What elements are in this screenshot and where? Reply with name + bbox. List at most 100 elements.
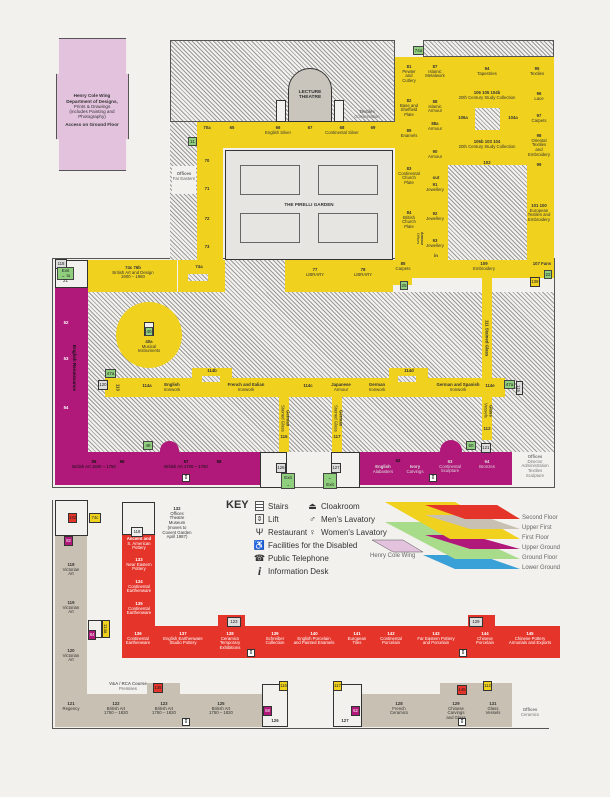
room-label: 89 Enamels bbox=[400, 128, 418, 138]
ironwork-corridor bbox=[105, 378, 505, 397]
lift-icon: ⇕ bbox=[182, 718, 190, 726]
first-floor-left-column bbox=[197, 148, 223, 260]
hatch bbox=[398, 376, 416, 382]
room-label: 83 Continental Church Plate bbox=[398, 166, 420, 186]
exit-sign[interactable]: ← Exit bbox=[323, 473, 337, 489]
stair-number: 115 bbox=[516, 381, 523, 395]
room-label: 81 Pewter and Cutlery bbox=[402, 64, 416, 84]
english-renaissance-label: English Renaissance bbox=[72, 345, 78, 391]
pirelli-garden[interactable] bbox=[225, 150, 393, 260]
garden-lawn bbox=[240, 165, 300, 195]
room-label: 84 British Church Plate bbox=[402, 210, 416, 230]
room-label: 118 Victorian Art bbox=[62, 562, 80, 577]
room-label: 73 bbox=[204, 244, 210, 249]
lift-icon: ⇕ bbox=[255, 514, 264, 524]
floor-layer-lower-ground bbox=[423, 555, 520, 569]
room-label: 125 British Art 1750 – 1820 bbox=[209, 701, 233, 716]
room-label: 121 Regency bbox=[62, 701, 80, 711]
room-label: 62 bbox=[395, 458, 401, 463]
room-label: 135 Continental Earthenware bbox=[126, 601, 152, 616]
stair-number: 50 bbox=[466, 441, 476, 450]
room-label: V&A / RCA Course Premises bbox=[109, 681, 147, 691]
room-label: 70a bbox=[203, 125, 211, 130]
ceramics-band bbox=[362, 694, 512, 727]
room-label: 133 Near Eastern Pottery bbox=[126, 557, 152, 572]
stairs-126[interactable] bbox=[260, 452, 287, 488]
man-icon: ♂ bbox=[309, 514, 316, 524]
room-label: 139 Schreiber Collection bbox=[265, 631, 285, 646]
stairs-icon bbox=[255, 501, 264, 511]
room-label: 91 Jewellery bbox=[426, 182, 444, 192]
garden-lawn bbox=[240, 213, 300, 243]
stair-number: 74c bbox=[89, 513, 101, 523]
room-label: 129 Chinese Carvings and Glass bbox=[446, 701, 465, 721]
room-label: 141 European Tiles bbox=[347, 631, 367, 646]
room-label: 56 bbox=[119, 459, 125, 464]
floor-layer-second bbox=[425, 505, 520, 519]
stair-number: 25 bbox=[400, 281, 408, 290]
library[interactable] bbox=[285, 260, 393, 292]
stair-number: 120 bbox=[98, 380, 108, 390]
henry-cole-wing bbox=[56, 38, 129, 171]
key-disabled: ♿Facilities for the Disabled bbox=[253, 539, 358, 550]
room-label: English Alabasters bbox=[372, 464, 394, 474]
room-label: 104a bbox=[508, 115, 518, 120]
stained-glass-corridor bbox=[482, 278, 492, 440]
room-label: 127 bbox=[341, 718, 349, 723]
lift-icon: ⇕ bbox=[247, 649, 255, 657]
stair-number: 108 bbox=[530, 277, 540, 287]
room-label: 69 bbox=[370, 125, 376, 130]
restaurant-icon: Ψ bbox=[255, 527, 264, 537]
lecture-theatre-label: LECTURE THEATRE bbox=[298, 90, 322, 101]
room-label: 114a bbox=[142, 383, 152, 388]
room-label[interactable]: 78 LIBRARY bbox=[353, 267, 373, 277]
room-label: 40a Musical Instruments bbox=[137, 339, 161, 354]
room-label: 68 Continental Silver bbox=[325, 125, 359, 135]
course-premises bbox=[147, 683, 180, 694]
stained-glass-label: 111 Stained Glass bbox=[484, 320, 490, 357]
henry-cole-text: Department of Designs, Prints & Drawings… bbox=[66, 99, 118, 120]
carpets-room-85 bbox=[393, 260, 412, 285]
room-label: 97 Carpets bbox=[531, 113, 547, 123]
floor-label-ground: Ground Floor bbox=[522, 555, 558, 561]
room-label: 106a bbox=[458, 115, 468, 120]
room-label: 114b bbox=[207, 368, 217, 373]
floor-label-upper-ground: Upper Ground bbox=[522, 545, 561, 551]
german-stained-glass-117 bbox=[332, 397, 342, 452]
stairs-127[interactable] bbox=[333, 684, 362, 727]
jewellery-column bbox=[423, 165, 448, 260]
exit-sign[interactable]: Exit → to 21 bbox=[57, 267, 74, 283]
room-label: 87 Islamic Metalwork bbox=[425, 64, 445, 79]
apse bbox=[440, 440, 462, 462]
room-label: 93 Jewellery bbox=[426, 238, 444, 248]
room-label: 107 Fans bbox=[532, 261, 552, 266]
stair-number: 121 bbox=[481, 443, 491, 453]
room-label: 74a bbox=[195, 264, 203, 269]
stair-number: 62 bbox=[351, 706, 360, 716]
offices-block bbox=[172, 166, 196, 194]
room-label: 116 bbox=[280, 434, 288, 439]
room-label: 128 French Ceramics bbox=[389, 701, 409, 716]
exit-sign[interactable]: Exit → bbox=[281, 473, 295, 489]
stairs-126[interactable] bbox=[262, 684, 288, 727]
room-label: Offices Ceramics bbox=[520, 707, 540, 717]
key-stairs: Stairs bbox=[255, 501, 288, 511]
garden-lawn bbox=[318, 165, 378, 195]
stair-number: 40 bbox=[145, 327, 153, 336]
room-label[interactable]: 77 LIBRARY bbox=[305, 267, 325, 277]
henry-cole-access: Access on Ground Floor bbox=[65, 122, 119, 127]
room-label: 106 105 104b 20th Century Study Collecti… bbox=[458, 90, 516, 100]
apse bbox=[160, 441, 179, 463]
room-label: Japanese Armour bbox=[331, 382, 351, 392]
telephone-icon: ☎ bbox=[253, 552, 266, 563]
textiles-column bbox=[527, 165, 554, 260]
german-stained-glass-label: German Stained Glass bbox=[333, 404, 344, 432]
stairs-icon bbox=[334, 100, 344, 122]
room-label: 53 bbox=[63, 356, 69, 361]
floor-layer-henry-cole bbox=[371, 539, 424, 553]
room-label: 65 bbox=[229, 125, 235, 130]
hatch bbox=[202, 376, 220, 382]
stair-number: 58 bbox=[263, 706, 272, 716]
room-label: 123 British Art 1750 – 1820 bbox=[152, 701, 176, 716]
